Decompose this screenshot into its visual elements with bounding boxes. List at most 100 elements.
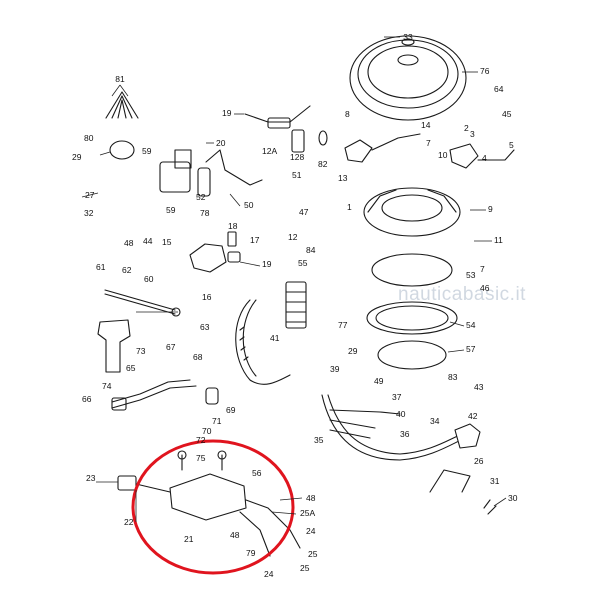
harness-68 [111,379,219,411]
callout: 3 [470,129,475,139]
callout: 63 [200,322,210,332]
callout: 80 [84,133,94,143]
callout: 7 [426,138,431,148]
callout: 17 [250,235,260,245]
callout: 19 [222,108,232,118]
callout: 29 [348,346,358,356]
stator-rings [366,253,458,370]
callout: 79 [246,548,256,558]
callout: 35 [314,435,324,445]
callout: 33 [403,32,413,42]
callout: 2 [464,123,469,133]
callout: 48 [230,530,240,540]
callout: 31 [490,476,500,486]
callout: 128 [290,152,304,162]
callout: 54 [466,320,476,330]
callout: 62 [122,265,132,275]
callout: 36 [400,429,410,439]
ignition-coil [105,91,263,197]
callout: 40 [396,409,406,419]
callout: 49 [374,376,384,386]
callout: 4 [482,153,487,163]
callout: 76 [480,66,490,76]
right-brackets [344,133,515,169]
callout: 21 [184,534,194,544]
callout: 18 [228,221,238,231]
callout: 84 [306,245,316,255]
plug-lead [244,105,328,153]
callout: 11 [494,235,503,245]
sensor-assembly [189,231,241,273]
callout: 30 [508,493,518,503]
callout: 72 [196,435,206,445]
callout: 43 [474,382,484,392]
callout: 50 [244,200,254,210]
callout: 57 [466,344,476,354]
callout: 12 [288,232,298,242]
callout: 45 [502,109,512,119]
callout: 56 [252,468,262,478]
callout: 61 [96,262,106,272]
stator-plate [363,187,461,237]
leader-lines [81,36,507,522]
callout: 19 [262,259,272,269]
callout: 66 [82,394,92,404]
callout: 34 [430,416,440,426]
callout: 25 [308,549,318,559]
callout: 48 [306,493,316,503]
watermark-text: nauticabasic.it [398,284,526,305]
callout: 59 [142,146,152,156]
callout: 13 [338,173,348,183]
callout: 64 [494,84,504,94]
callout: 24 [306,526,316,536]
callout: 81 [115,74,125,84]
callout: 39 [330,364,340,374]
callout: 22 [124,517,134,527]
callout: 77 [338,320,348,330]
terminal-block [285,281,307,329]
callout: 73 [136,346,146,356]
callout: 46 [480,283,490,293]
callout: 75 [196,453,206,463]
harness-right [321,394,481,461]
clip-26 [429,469,497,515]
highlight-circle [131,439,295,575]
callout: 37 [392,392,402,402]
callout: 25A [300,508,315,518]
callout: 70 [202,426,212,436]
callout: 44 [143,236,153,246]
harness-41 [235,299,291,385]
callout: 41 [270,333,280,343]
callout: 42 [468,411,478,421]
callout: 69 [226,405,236,415]
callout: 82 [318,159,328,169]
callout: 7 [480,264,485,274]
callout: 53 [466,270,476,280]
callout: 60 [144,274,154,284]
callout: 32 [84,208,94,218]
callout: 78 [200,208,210,218]
callout: 24 [264,569,274,579]
callout: 14 [421,120,431,130]
callout: 74 [102,381,112,391]
callout: 9 [488,204,493,214]
callout: 26 [474,456,484,466]
callout: 48 [124,238,134,248]
callout: 15 [162,237,172,247]
callout: 47 [299,207,309,217]
callout: 52 [196,192,206,202]
callout: 20 [216,138,226,148]
flywheel [349,35,467,121]
power-pack [117,450,301,557]
callout: 29 [72,152,82,162]
housing-73 [97,319,131,373]
callout: 67 [166,342,176,352]
callout-labels: 33 76 81 64 45 19 20 8 14 2 80 59 52 12A… [72,32,518,579]
callout: 25 [300,563,310,573]
callout: 68 [193,352,203,362]
callout: 1 [347,202,352,212]
callout: 59 [166,205,176,215]
callout: 51 [292,170,302,180]
